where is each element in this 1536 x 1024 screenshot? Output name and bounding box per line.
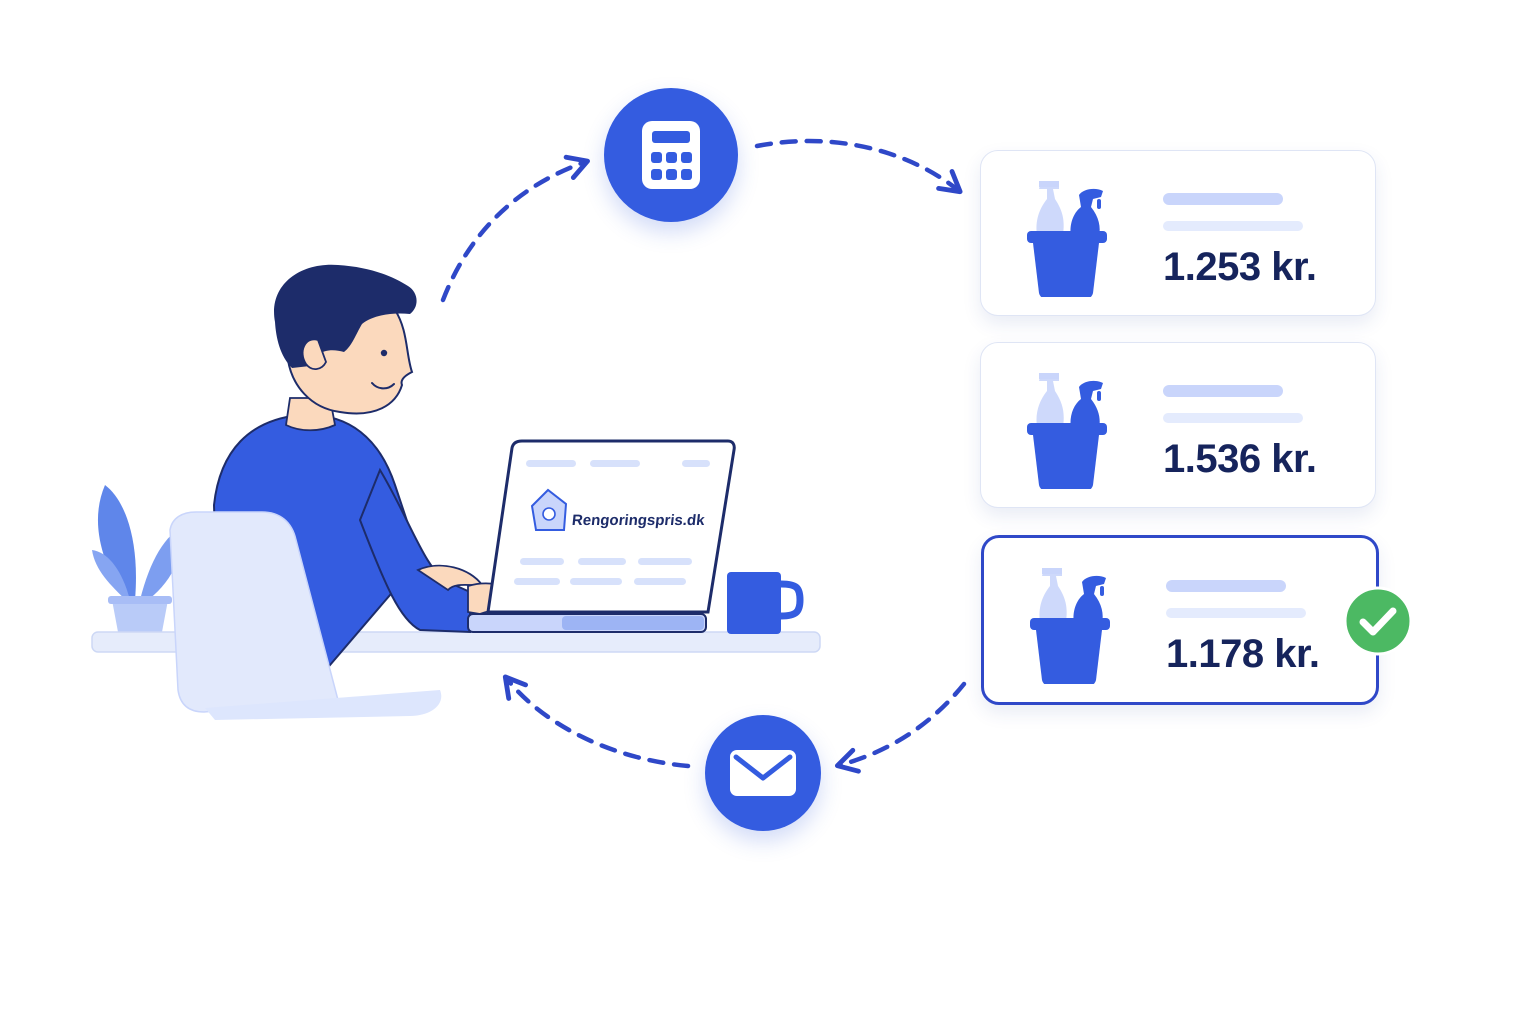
offer-bucket (1025, 369, 1107, 494)
arrow-calculator-to-offers (754, 138, 963, 195)
mail-step (705, 715, 821, 831)
cleaning-bucket-icon (1027, 373, 1107, 491)
arrow-offers-to-mail (834, 681, 967, 774)
cleaning-bucket-icon (1030, 568, 1110, 686)
placeholder-line (1163, 193, 1283, 205)
offer-price: 1.253 kr. (1163, 245, 1317, 289)
arrow-person-to-calculator (440, 154, 590, 303)
offer-card[interactable]: 1.253 kr. (980, 150, 1376, 316)
offer-price: 1.178 kr. (1166, 632, 1320, 676)
calculator-step (604, 88, 738, 222)
calculator-icon (642, 121, 700, 189)
offer-bucket (1025, 177, 1107, 302)
placeholder-line (1163, 413, 1303, 423)
placeholder-line (1163, 385, 1283, 397)
envelope-icon (730, 750, 796, 796)
placeholder-line (1166, 608, 1306, 618)
house-logo-icon (530, 488, 568, 531)
cleaning-bucket-icon (1027, 181, 1107, 299)
arrow-mail-to-person (502, 674, 691, 769)
placeholder-line (1163, 221, 1303, 231)
offer-bucket (1028, 564, 1110, 689)
offer-price: 1.536 kr. (1163, 437, 1317, 481)
check-icon (1343, 586, 1413, 656)
placeholder-line (1166, 580, 1286, 592)
offer-card-selected[interactable]: 1.178 kr. (981, 535, 1379, 705)
laptop-brand-text: Rengoringspris.dk (571, 512, 706, 529)
offer-card[interactable]: 1.536 kr. (980, 342, 1376, 508)
